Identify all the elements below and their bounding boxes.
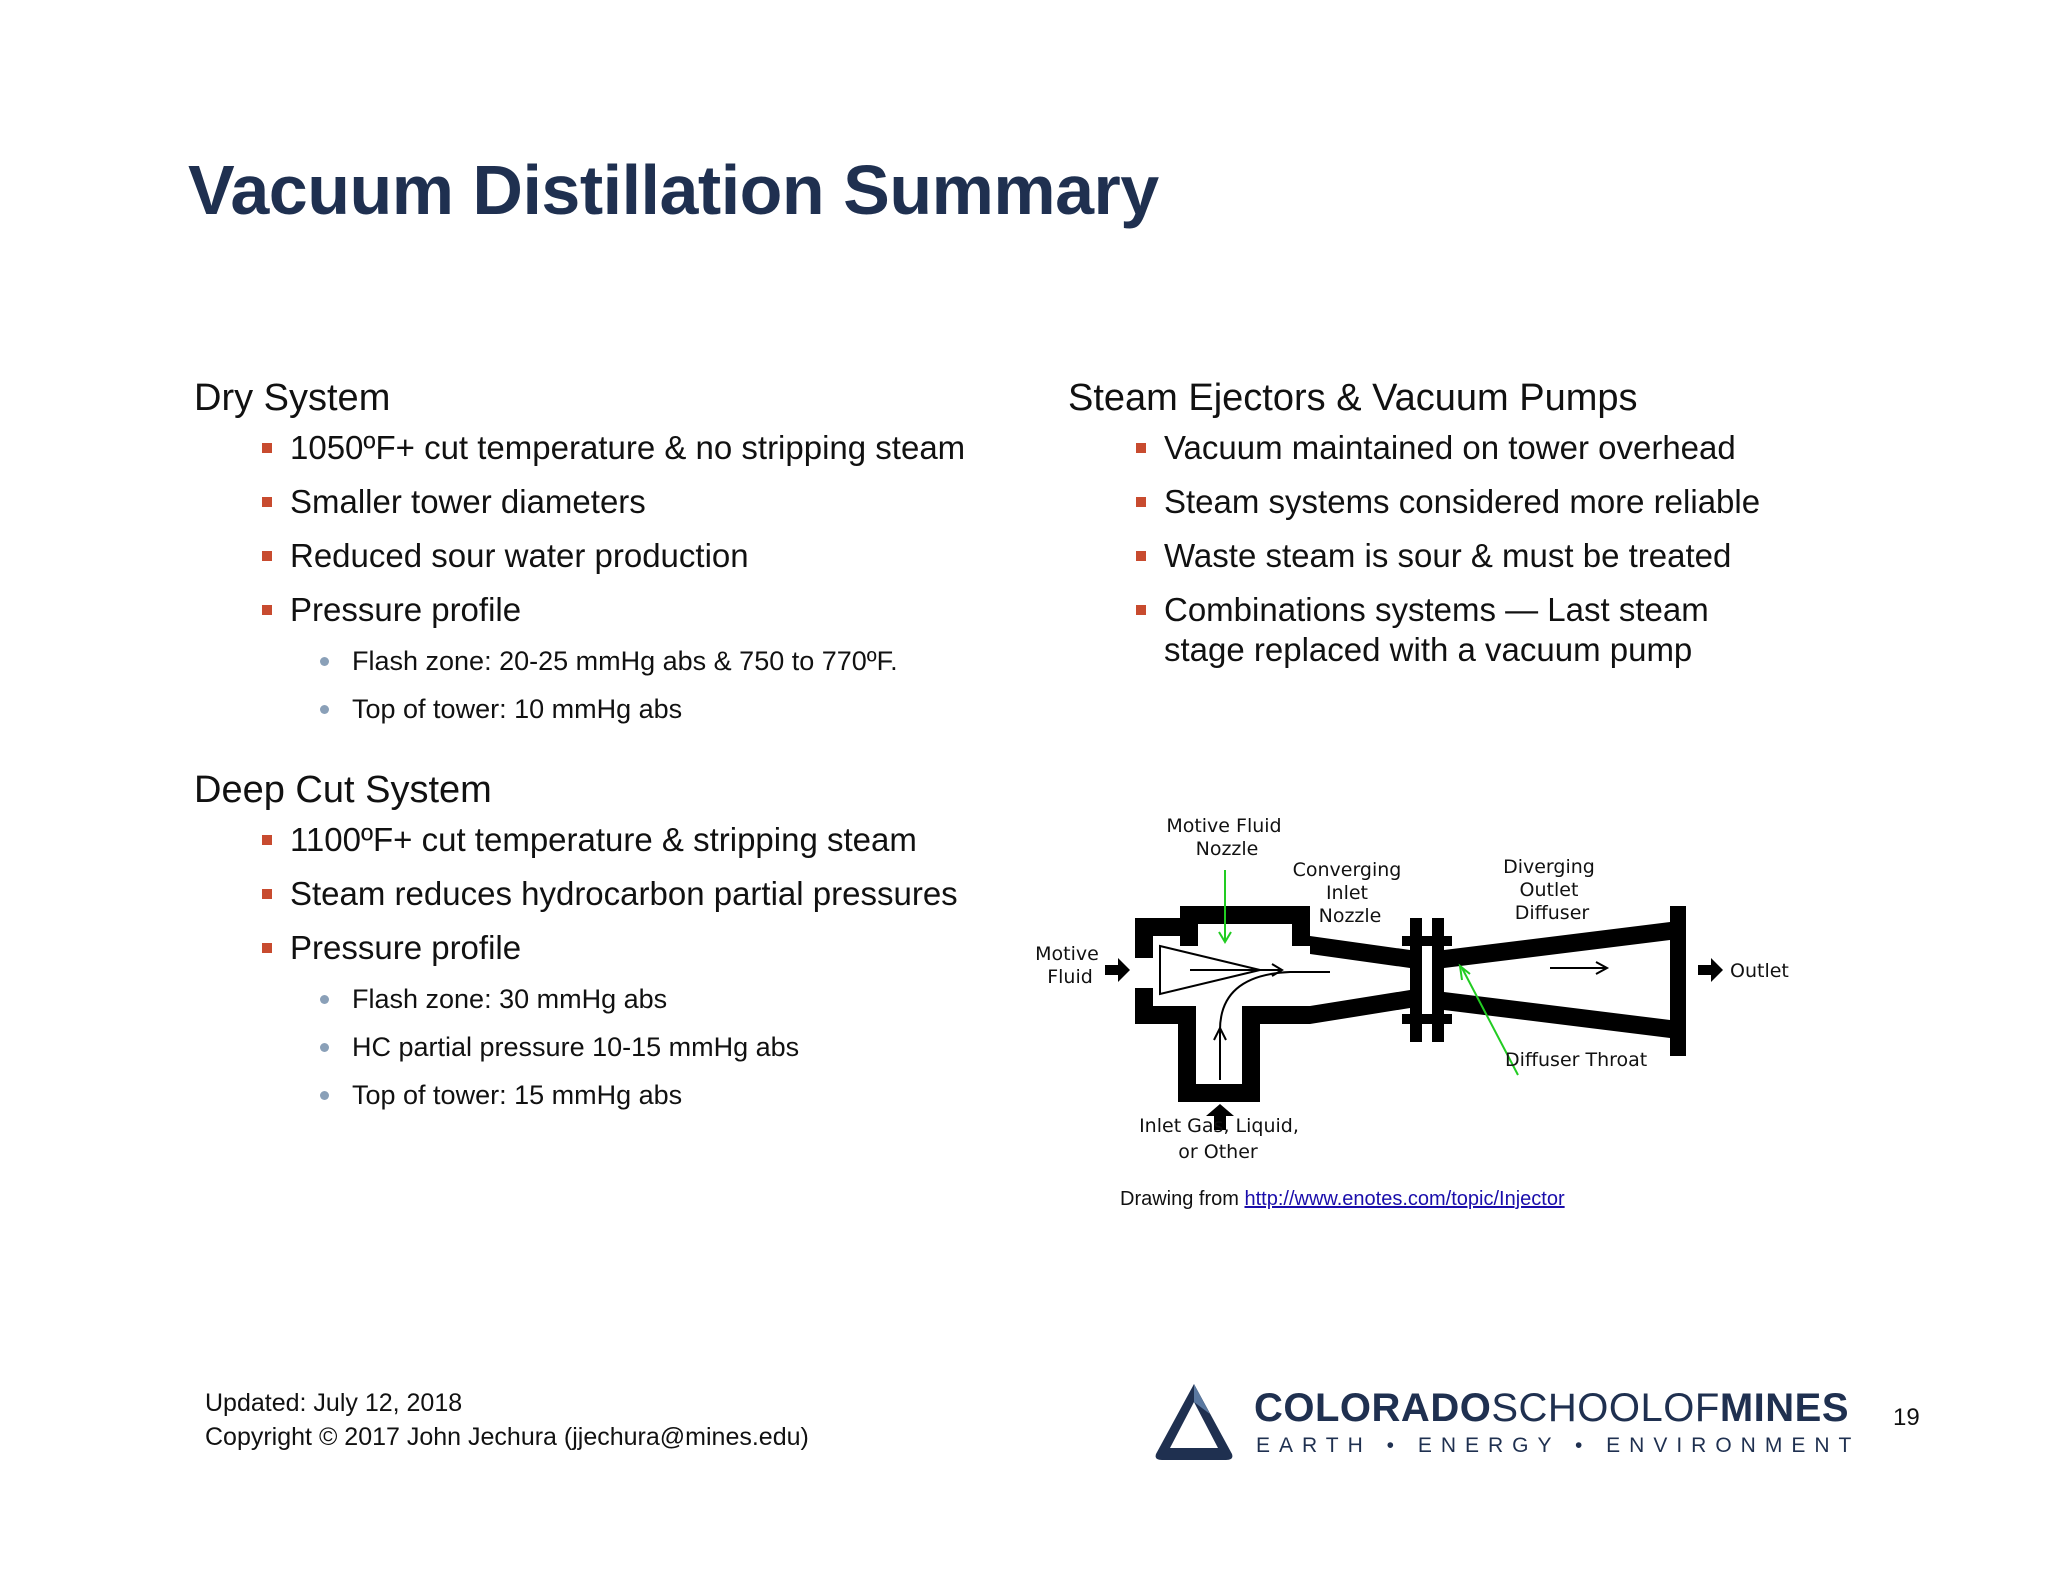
- list-item: Combinations systems — Last steam stage …: [1068, 590, 1784, 670]
- footer-text: Updated: July 12, 2018 Copyright © 2017 …: [205, 1386, 809, 1454]
- list-item: Flash zone: 20-25 mmHg abs & 750 to 770º…: [194, 644, 1054, 678]
- page-number: 19: [1893, 1404, 1920, 1431]
- list-item: Smaller tower diameters: [194, 482, 1054, 522]
- list-item: HC partial pressure 10-15 mmHg abs: [194, 1030, 1054, 1064]
- list-item: Steam systems considered more reliable: [1068, 482, 1888, 522]
- diffuser-throat-label: Diffuser Throat: [1505, 1049, 1647, 1071]
- deep-cut-bullets: 1100ºF+ cut temperature & stripping stea…: [194, 820, 1054, 968]
- list-item: Top of tower: 10 mmHg abs: [194, 692, 1054, 726]
- deep-cut-heading: Deep Cut System: [194, 769, 492, 811]
- dry-system-bullets: 1050ºF+ cut temperature & no stripping s…: [194, 428, 1054, 630]
- outlet-label: Outlet: [1730, 960, 1789, 982]
- list-item: Top of tower: 15 mmHg abs: [194, 1078, 1054, 1112]
- copyright-text: Copyright © 2017 John Jechura (jjechura@…: [205, 1423, 809, 1451]
- motive-nozzle: [1159, 944, 1261, 996]
- diverging-outlet-diffuser-label: Diverging Outlet Diffuser: [1503, 856, 1601, 924]
- list-item: Pressure profile: [194, 928, 1054, 968]
- converging-inlet-nozzle-label: Converging Inlet Nozzle: [1293, 859, 1408, 927]
- list-item: Steam reduces hydrocarbon partial pressu…: [194, 874, 1054, 914]
- deep-cut-section: Deep Cut System 1100ºF+ cut temperature …: [194, 768, 1054, 1126]
- mines-triangle-icon: [1155, 1384, 1233, 1460]
- caption-prefix: Drawing from: [1120, 1188, 1245, 1210]
- list-item: Flash zone: 30 mmHg abs: [194, 982, 1054, 1016]
- drawing-caption: Drawing from http://www.enotes.com/topic…: [1120, 1188, 1565, 1211]
- steam-ejectors-heading: Steam Ejectors & Vacuum Pumps: [1068, 377, 1638, 419]
- motive-fluid-label: Motive Fluid: [1035, 943, 1105, 988]
- deep-cut-subbullets: Flash zone: 30 mmHg abs HC partial press…: [194, 982, 1054, 1112]
- dry-system-subbullets: Flash zone: 20-25 mmHg abs & 750 to 770º…: [194, 644, 1054, 726]
- list-item: Waste steam is sour & must be treated: [1068, 536, 1888, 576]
- logo-school-of: SCHOOLOF: [1491, 1386, 1720, 1430]
- slide-title: Vacuum Distillation Summary: [188, 151, 1159, 229]
- list-item: Vacuum maintained on tower overhead: [1068, 428, 1888, 468]
- steam-ejectors-bullets: Vacuum maintained on tower overhead Stea…: [1068, 428, 1888, 670]
- flow-arrows: [1190, 961, 1610, 1080]
- logo-tagline: EARTH • ENERGY • ENVIRONMENT: [1256, 1434, 1861, 1457]
- list-item: Reduced sour water production: [194, 536, 1054, 576]
- list-item: 1100ºF+ cut temperature & stripping stea…: [194, 820, 1054, 860]
- list-item: Pressure profile: [194, 590, 1054, 630]
- steam-ejectors-section: Steam Ejectors & Vacuum Pumps Vacuum mai…: [1068, 376, 1888, 684]
- motive-fluid-nozzle-label: Motive Fluid Nozzle: [1166, 815, 1287, 860]
- list-item: 1050ºF+ cut temperature & no stripping s…: [194, 428, 1054, 468]
- colorado-school-of-mines-logo: COLORADOSCHOOLOFMINES EARTH • ENERGY • E…: [1150, 1376, 1851, 1486]
- io-arrows: [1105, 958, 1723, 1130]
- logo-colorado: COLORADO: [1254, 1386, 1492, 1430]
- inlet-gas-label: Inlet Gas, Liquid, or Other: [1139, 1115, 1305, 1163]
- steam-ejector-diagram: Motive Fluid Nozzle Converging Inlet Noz…: [1035, 815, 1789, 1163]
- ejector-body: [1135, 906, 1686, 1102]
- logo-wordmark: COLORADOSCHOOLOFMINES: [1254, 1386, 1849, 1431]
- dry-system-section: Dry System 1050ºF+ cut temperature & no …: [194, 376, 1054, 740]
- dry-system-heading: Dry System: [194, 377, 391, 419]
- logo-mines: MINES: [1719, 1386, 1849, 1430]
- pointer-arrows: [1218, 870, 1519, 1076]
- enotes-link[interactable]: http://www.enotes.com/topic/Injector: [1244, 1188, 1565, 1210]
- updated-date: Updated: July 12, 2018: [205, 1389, 463, 1417]
